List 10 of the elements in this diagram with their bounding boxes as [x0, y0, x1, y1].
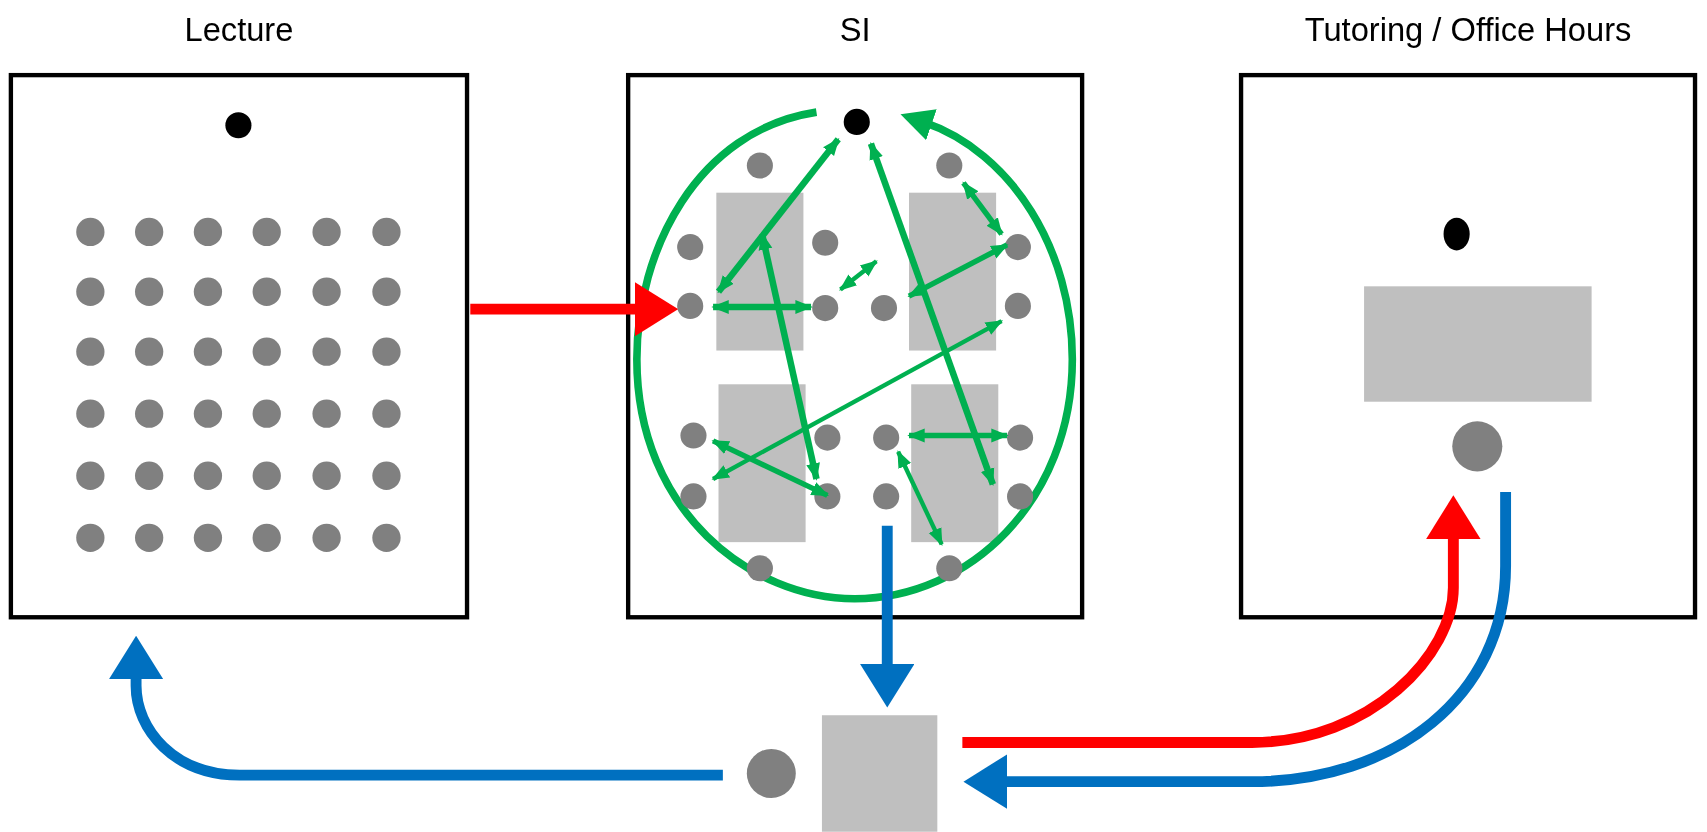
arrow [962, 495, 1481, 748]
arrow [108, 635, 723, 781]
arrow [963, 492, 1512, 809]
panel-title: Lecture [184, 11, 294, 50]
arrow [470, 281, 679, 337]
panel-title: Tutoring / Office Hours [1304, 11, 1632, 50]
person-dot [746, 749, 796, 798]
panel-title: SI [839, 11, 871, 50]
table-block [821, 715, 938, 832]
arrow [860, 525, 915, 708]
